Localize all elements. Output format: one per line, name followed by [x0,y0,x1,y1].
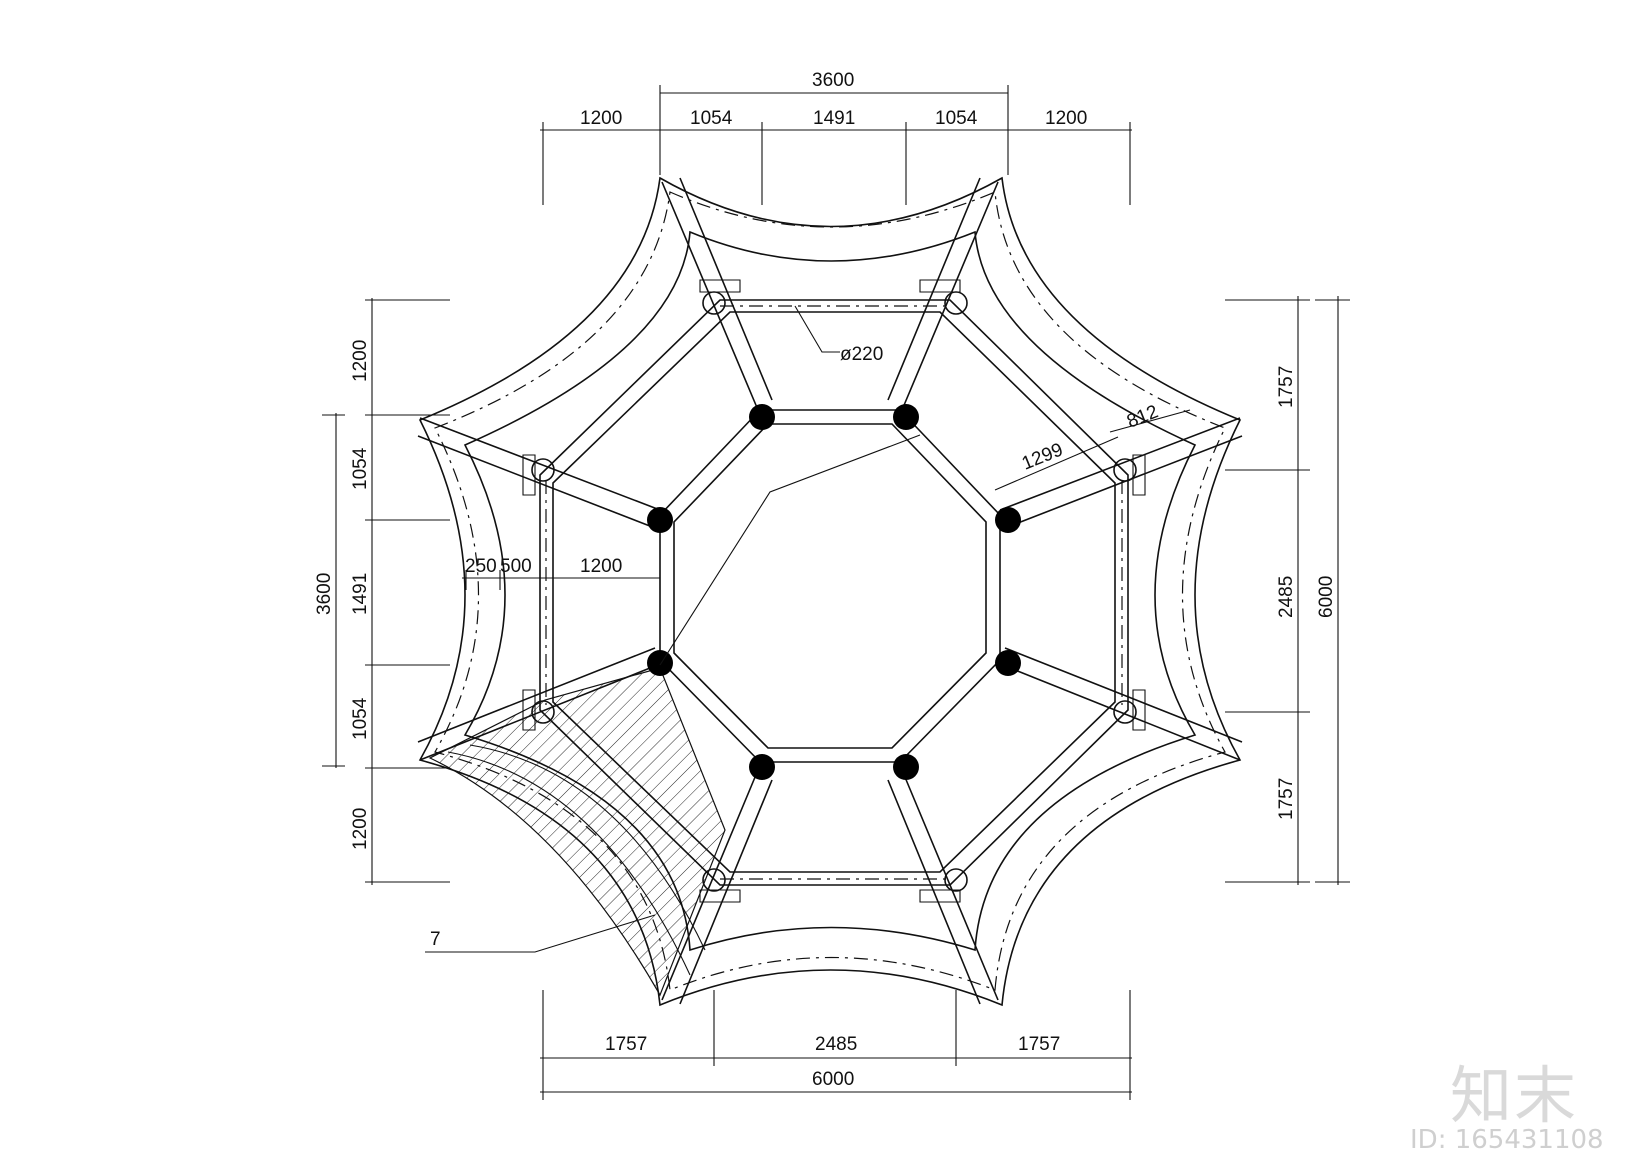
left-dim-5: 1200 [350,808,371,850]
right-dimensions: 1757 2485 1757 6000 [1225,296,1350,885]
top-dim-4: 1054 [935,108,978,129]
outer-beam-ring [522,279,1146,903]
column-diameter-leader: ø220 [794,305,883,365]
right-dim-3: 1757 [1276,778,1297,820]
watermark-id: ID: 165431108 [1410,1125,1604,1155]
left-inner-dim: 3600 [314,573,335,615]
bottom-dim-1: 1757 [605,1034,647,1055]
top-dim-1: 1200 [580,108,622,129]
inner-dim-500: 500 [500,556,532,577]
diagonal-dimensions: 1299 812 [994,401,1191,491]
bottom-dim-2: 2485 [815,1034,857,1055]
top-overall-dim: 3600 [812,70,854,91]
right-overall-dim: 6000 [1316,576,1337,618]
column-diameter-label: ø220 [840,344,883,365]
left-dim-1: 1200 [350,340,371,382]
top-dim-5: 1200 [1045,108,1087,129]
left-dimensions: 1200 1054 1491 1054 1200 3600 [314,298,450,885]
bottom-dim-3: 1757 [1018,1034,1060,1055]
inner-dim-250: 250 [465,556,497,577]
inner-horizontal-dimensions: 250 500 1200 [462,556,661,590]
roof-ridges [417,177,1243,1005]
roof-outline [418,176,1242,1007]
inner-dim-1200: 1200 [580,556,622,577]
columns [647,404,1021,780]
callout-7-leader: 7 [425,914,656,953]
top-dim-2: 1054 [690,108,733,129]
top-dimensions: 3600 1200 1054 1491 1054 1200 [540,70,1132,205]
callout-7-label: 7 [430,929,441,950]
left-dim-2: 1054 [350,447,371,490]
bottom-dimensions: 1757 2485 1757 6000 [540,990,1132,1100]
watermark-logo: 知末 [1450,1059,1579,1132]
right-dim-1: 1757 [1276,366,1297,408]
right-dim-2: 2485 [1276,576,1297,618]
section-line [659,434,921,666]
bottom-overall-dim: 6000 [812,1069,854,1090]
left-dim-3: 1491 [350,573,371,615]
top-dim-3: 1491 [813,108,855,129]
diag-dim-812: 812 [1124,401,1161,432]
left-dim-4: 1054 [350,697,371,740]
inner-octagon-beams [659,409,1001,763]
hatched-roof-section [428,667,726,997]
